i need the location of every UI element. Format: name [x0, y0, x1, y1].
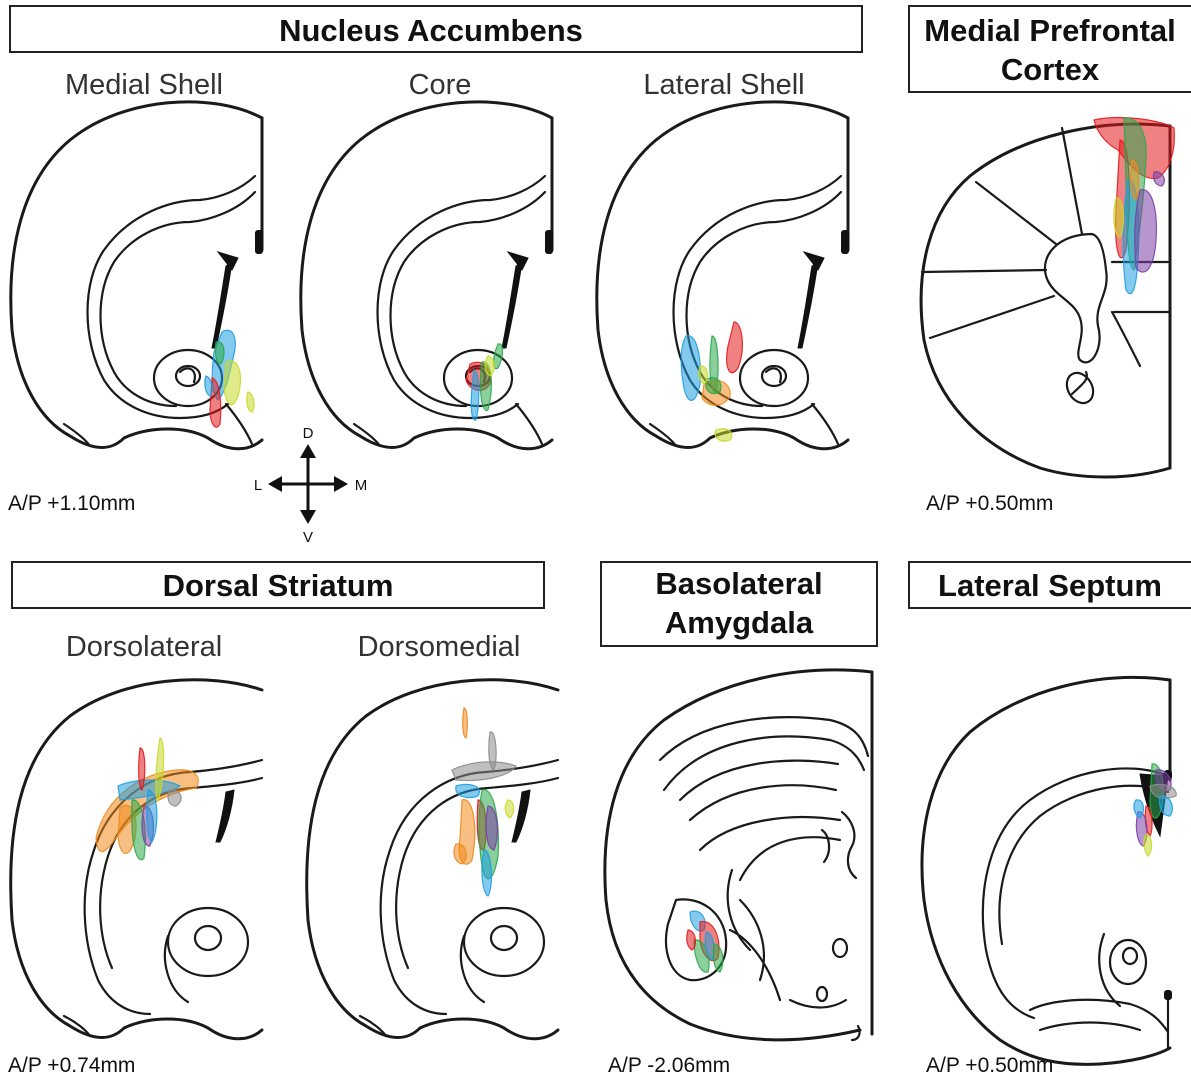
label-medial-shell: Medial Shell [65, 69, 223, 101]
label-lateral-shell: Lateral Shell [643, 69, 804, 101]
brain-section-dorsomedial [307, 680, 558, 1039]
label-dorsomedial: Dorsomedial [358, 631, 521, 663]
placement-cluster-bla [687, 911, 723, 972]
brain-section-core [301, 102, 553, 449]
dorsal-striatum-header: Dorsal Striatum [12, 562, 544, 608]
arrow-left-icon [268, 476, 282, 492]
lateral-septum-title: Lateral Septum [938, 568, 1162, 603]
compass-ventral: V [303, 529, 313, 546]
label-core: Core [409, 69, 472, 101]
label-dorsolateral: Dorsolateral [66, 631, 222, 663]
placement-cluster-dorsolateral [96, 738, 198, 860]
ap-dorsal-striatum: A/P +0.74mm [8, 1054, 135, 1077]
orientation-compass: D V L M [254, 425, 367, 546]
lateral-septum-header: Lateral Septum [909, 562, 1191, 608]
compass-lateral: L [254, 477, 262, 494]
mpfc-title-line1: Medial Prefrontal [924, 13, 1176, 48]
compass-dorsal: D [303, 425, 314, 442]
brain-section-dorsolateral [11, 680, 262, 1039]
bla-title-line1: Basolateral [655, 566, 822, 601]
compass-medial: M [355, 477, 368, 494]
nucleus-accumbens-header: Nucleus Accumbens [10, 6, 862, 52]
brain-section-lateral-septum [922, 677, 1176, 1064]
mpfc-title-line2: Cortex [1001, 52, 1100, 87]
brain-section-medial-shell [11, 102, 263, 449]
placement-cluster-dorsomedial [452, 708, 516, 896]
bla-title-line2: Amygdala [665, 605, 814, 640]
arrow-down-icon [300, 510, 316, 524]
ap-mpfc: A/P +0.50mm [926, 492, 1053, 515]
brain-section-lateral-shell [597, 102, 849, 449]
ap-nucleus-accumbens: A/P +1.10mm [8, 492, 135, 515]
placement-cluster-core [466, 344, 503, 420]
placement-cluster-lateral-shell [681, 322, 742, 441]
nucleus-accumbens-title: Nucleus Accumbens [279, 13, 583, 48]
bla-header: Basolateral Amygdala [601, 562, 877, 646]
mpfc-header: Medial Prefrontal Cortex [909, 6, 1191, 92]
arrow-right-icon [334, 476, 348, 492]
dorsal-striatum-title: Dorsal Striatum [163, 568, 394, 603]
ap-bla: A/P -2.06mm [608, 1054, 730, 1077]
arrow-up-icon [300, 444, 316, 458]
brain-section-bla [605, 670, 872, 1040]
brain-section-mpfc [921, 118, 1174, 477]
